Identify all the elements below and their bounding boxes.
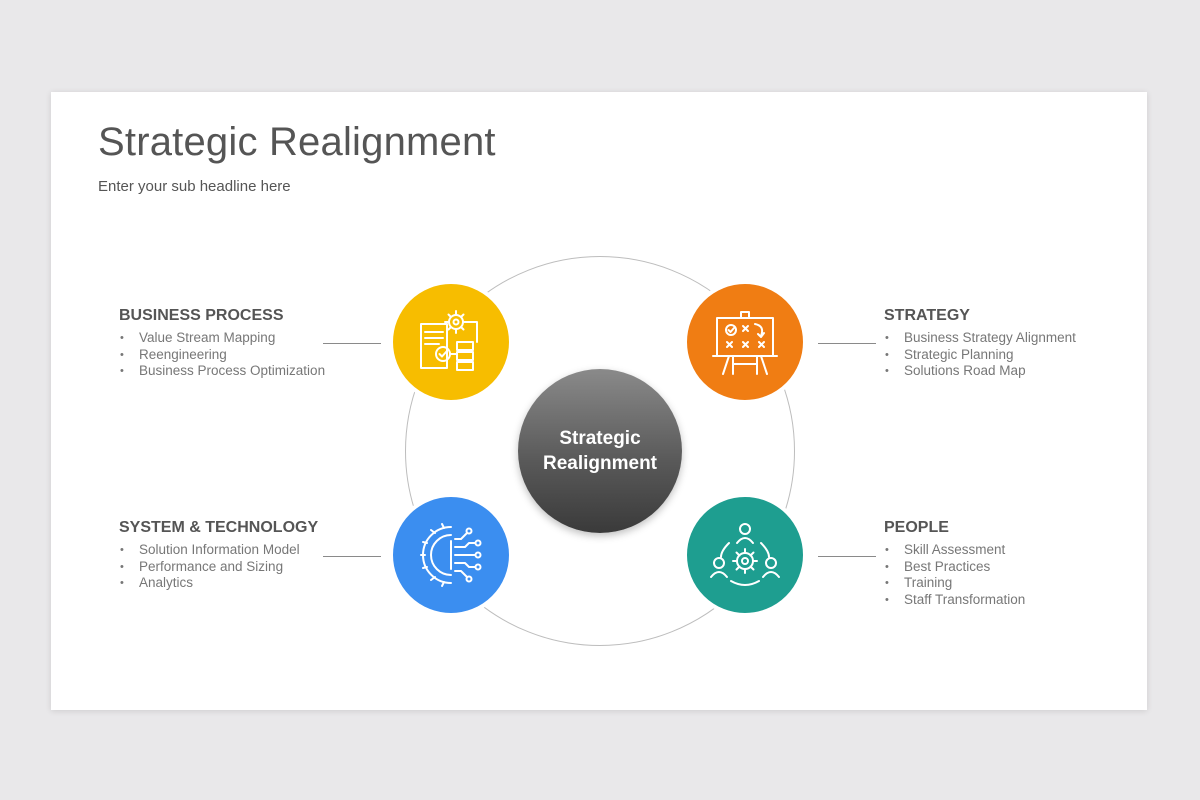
- business-process-block: BUSINESS PROCESS Value Stream Mapping Re…: [119, 307, 325, 380]
- business-process-list: Value Stream Mapping Reengineering Busin…: [119, 330, 325, 380]
- business-process-heading: BUSINESS PROCESS: [119, 307, 284, 324]
- strategy-node: [683, 280, 807, 404]
- system-technology-heading: SYSTEM & TECHNOLOGY: [119, 519, 319, 536]
- list-item: Business Process Optimization: [119, 363, 325, 380]
- team-gear-icon: [710, 523, 780, 586]
- connector-system-technology: [323, 556, 381, 557]
- cycle-ring: [405, 256, 795, 646]
- list-item: Solution Information Model: [119, 542, 318, 559]
- slide-title: Strategic Realignment: [98, 120, 496, 164]
- list-item: Strategic Planning: [884, 347, 1076, 364]
- list-item: Business Strategy Alignment: [884, 330, 1076, 347]
- system-technology-block: SYSTEM & TECHNOLOGY Solution Information…: [119, 519, 318, 592]
- list-item: Value Stream Mapping: [119, 330, 325, 347]
- list-item: Reengineering: [119, 347, 325, 364]
- strategy-board-icon: [712, 311, 778, 375]
- strategy-heading: STRATEGY: [884, 307, 970, 324]
- list-item: Solutions Road Map: [884, 363, 1076, 380]
- center-label: Strategic Realignment: [542, 428, 658, 474]
- gear-circuit-icon: [420, 523, 482, 587]
- list-item: Analytics: [119, 575, 318, 592]
- connector-strategy: [818, 343, 876, 344]
- center-circle: Strategic Realignment: [518, 369, 682, 533]
- list-item: Staff Transformation: [884, 592, 1025, 609]
- system-technology-list: Solution Information Model Performance a…: [119, 542, 318, 592]
- strategy-list: Business Strategy Alignment Strategic Pl…: [884, 330, 1076, 380]
- list-item: Best Practices: [884, 559, 1025, 576]
- list-item: Performance and Sizing: [119, 559, 318, 576]
- connector-business-process: [323, 343, 381, 344]
- slide: Strategic Realignment Enter your sub hea…: [51, 92, 1147, 710]
- people-node: [683, 493, 807, 617]
- business-process-node: [389, 280, 513, 404]
- people-block: PEOPLE Skill Assessment Best Practices T…: [884, 519, 1025, 608]
- people-list: Skill Assessment Best Practices Training…: [884, 542, 1025, 608]
- connector-people: [818, 556, 876, 557]
- list-item: Skill Assessment: [884, 542, 1025, 559]
- list-item: Training: [884, 575, 1025, 592]
- people-heading: PEOPLE: [884, 519, 949, 536]
- strategy-block: STRATEGY Business Strategy Alignment Str…: [884, 307, 1076, 380]
- slide-subtitle: Enter your sub headline here: [98, 178, 291, 195]
- document-gear-flowchart-icon: [420, 310, 478, 371]
- system-technology-node: [389, 493, 513, 617]
